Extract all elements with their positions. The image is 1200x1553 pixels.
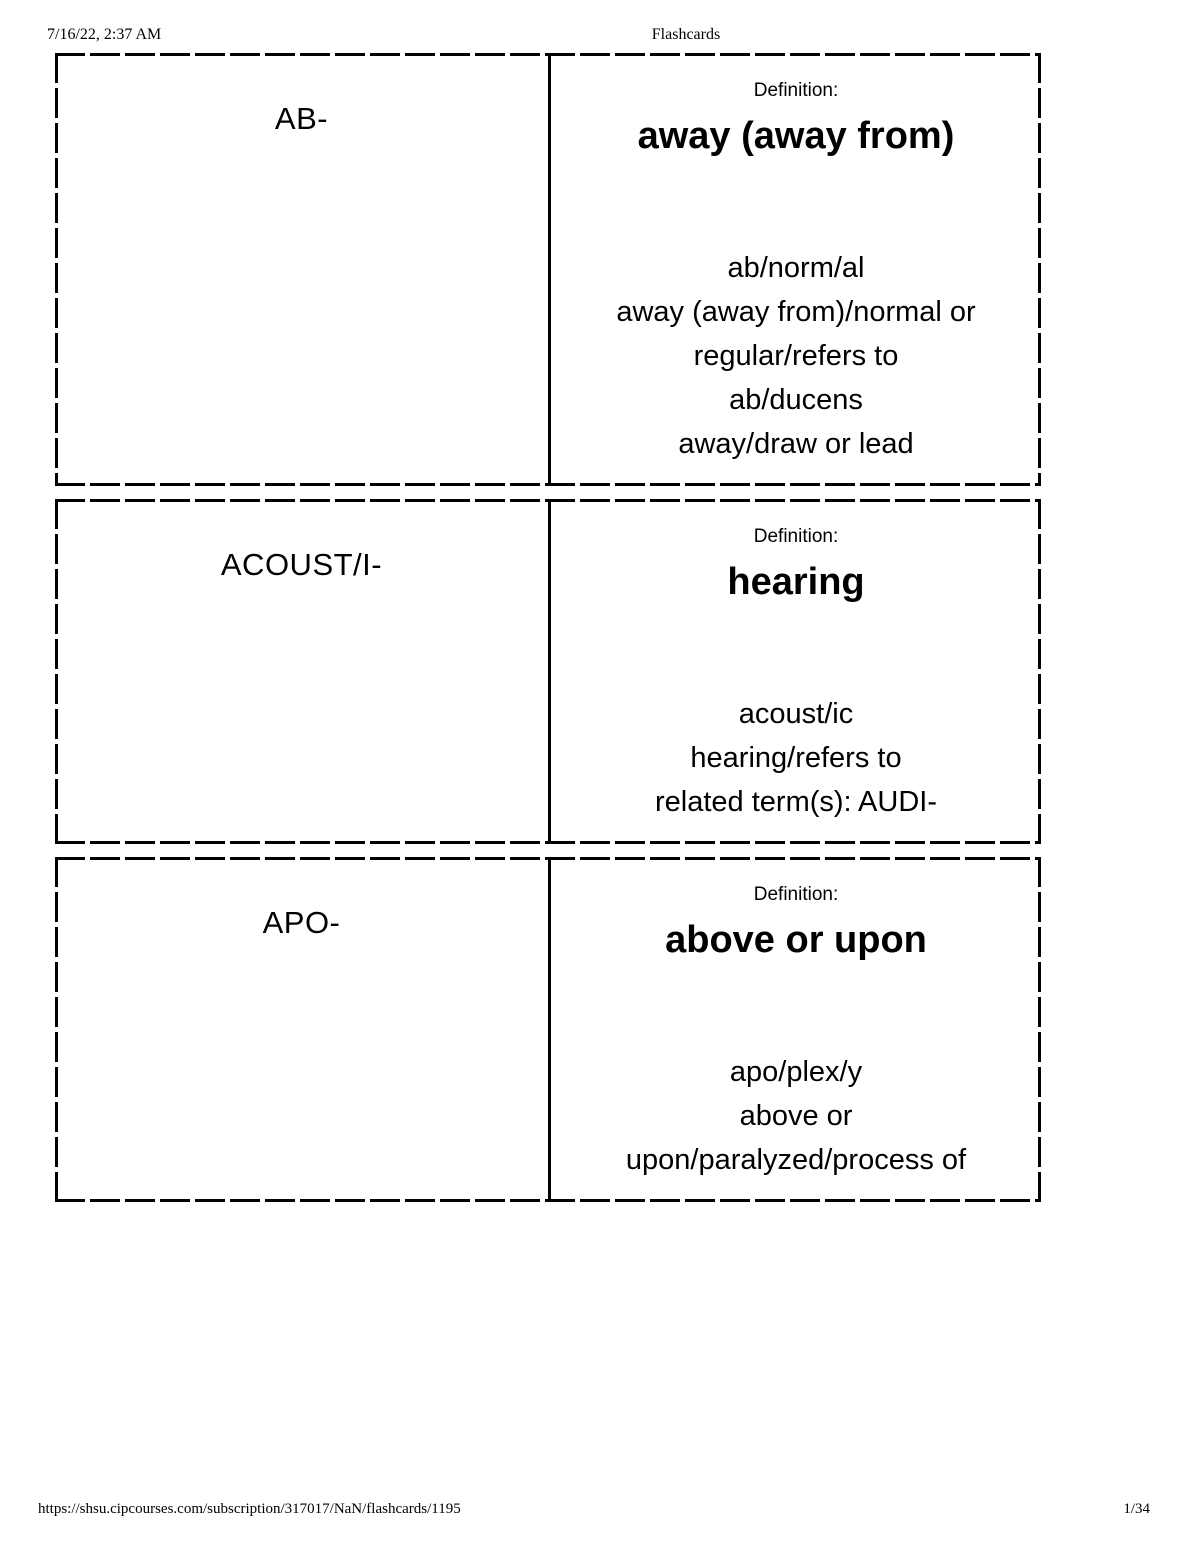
definition-label: Definition: — [753, 884, 839, 905]
definition-text: hearing — [727, 561, 865, 603]
flashcard-term-cell: ACOUST/I- — [55, 499, 548, 844]
flashcard-term-cell: AB- — [55, 53, 548, 486]
flashcard-definition-cell: Definition: hearing acoust/ic hearing/re… — [548, 499, 1041, 844]
flashcard-term: APO- — [262, 905, 341, 940]
flashcards-list: AB- Definition: away (away from) ab/norm… — [55, 53, 1041, 1215]
example-words: apo/plex/y above or upon/paralyzed/proce… — [625, 1056, 967, 1176]
flashcard-definition-cell: Definition: above or upon apo/plex/y abo… — [548, 857, 1041, 1202]
flashcard-definition-cell: Definition: away (away from) ab/norm/al … — [548, 53, 1041, 486]
print-footer-url: https://shsu.cipcourses.com/subscription… — [38, 1501, 461, 1517]
definition-label: Definition: — [753, 526, 839, 547]
flashcard-term: ACOUST/I- — [220, 547, 383, 582]
flashcard-term-cell: APO- — [55, 857, 548, 1202]
flashcard-row: ACOUST/I- Definition: hearing acoust/ic … — [55, 499, 1041, 844]
example-words: acoust/ic hearing/refers to related term… — [655, 698, 937, 818]
definition-label: Definition: — [753, 80, 839, 101]
flashcard-term: AB- — [274, 101, 329, 136]
print-footer-page-number: 1/34 — [1123, 1501, 1150, 1517]
print-header-datetime: 7/16/22, 2:37 AM — [47, 26, 162, 43]
flashcard-row: AB- Definition: away (away from) ab/norm… — [55, 53, 1041, 486]
example-words: ab/norm/al away (away from)/normal or re… — [616, 252, 976, 460]
definition-text: above or upon — [665, 919, 927, 961]
definition-text: away (away from) — [637, 115, 955, 157]
print-header-title: Flashcards — [651, 26, 721, 43]
flashcard-row: APO- Definition: above or upon apo/plex/… — [55, 857, 1041, 1202]
